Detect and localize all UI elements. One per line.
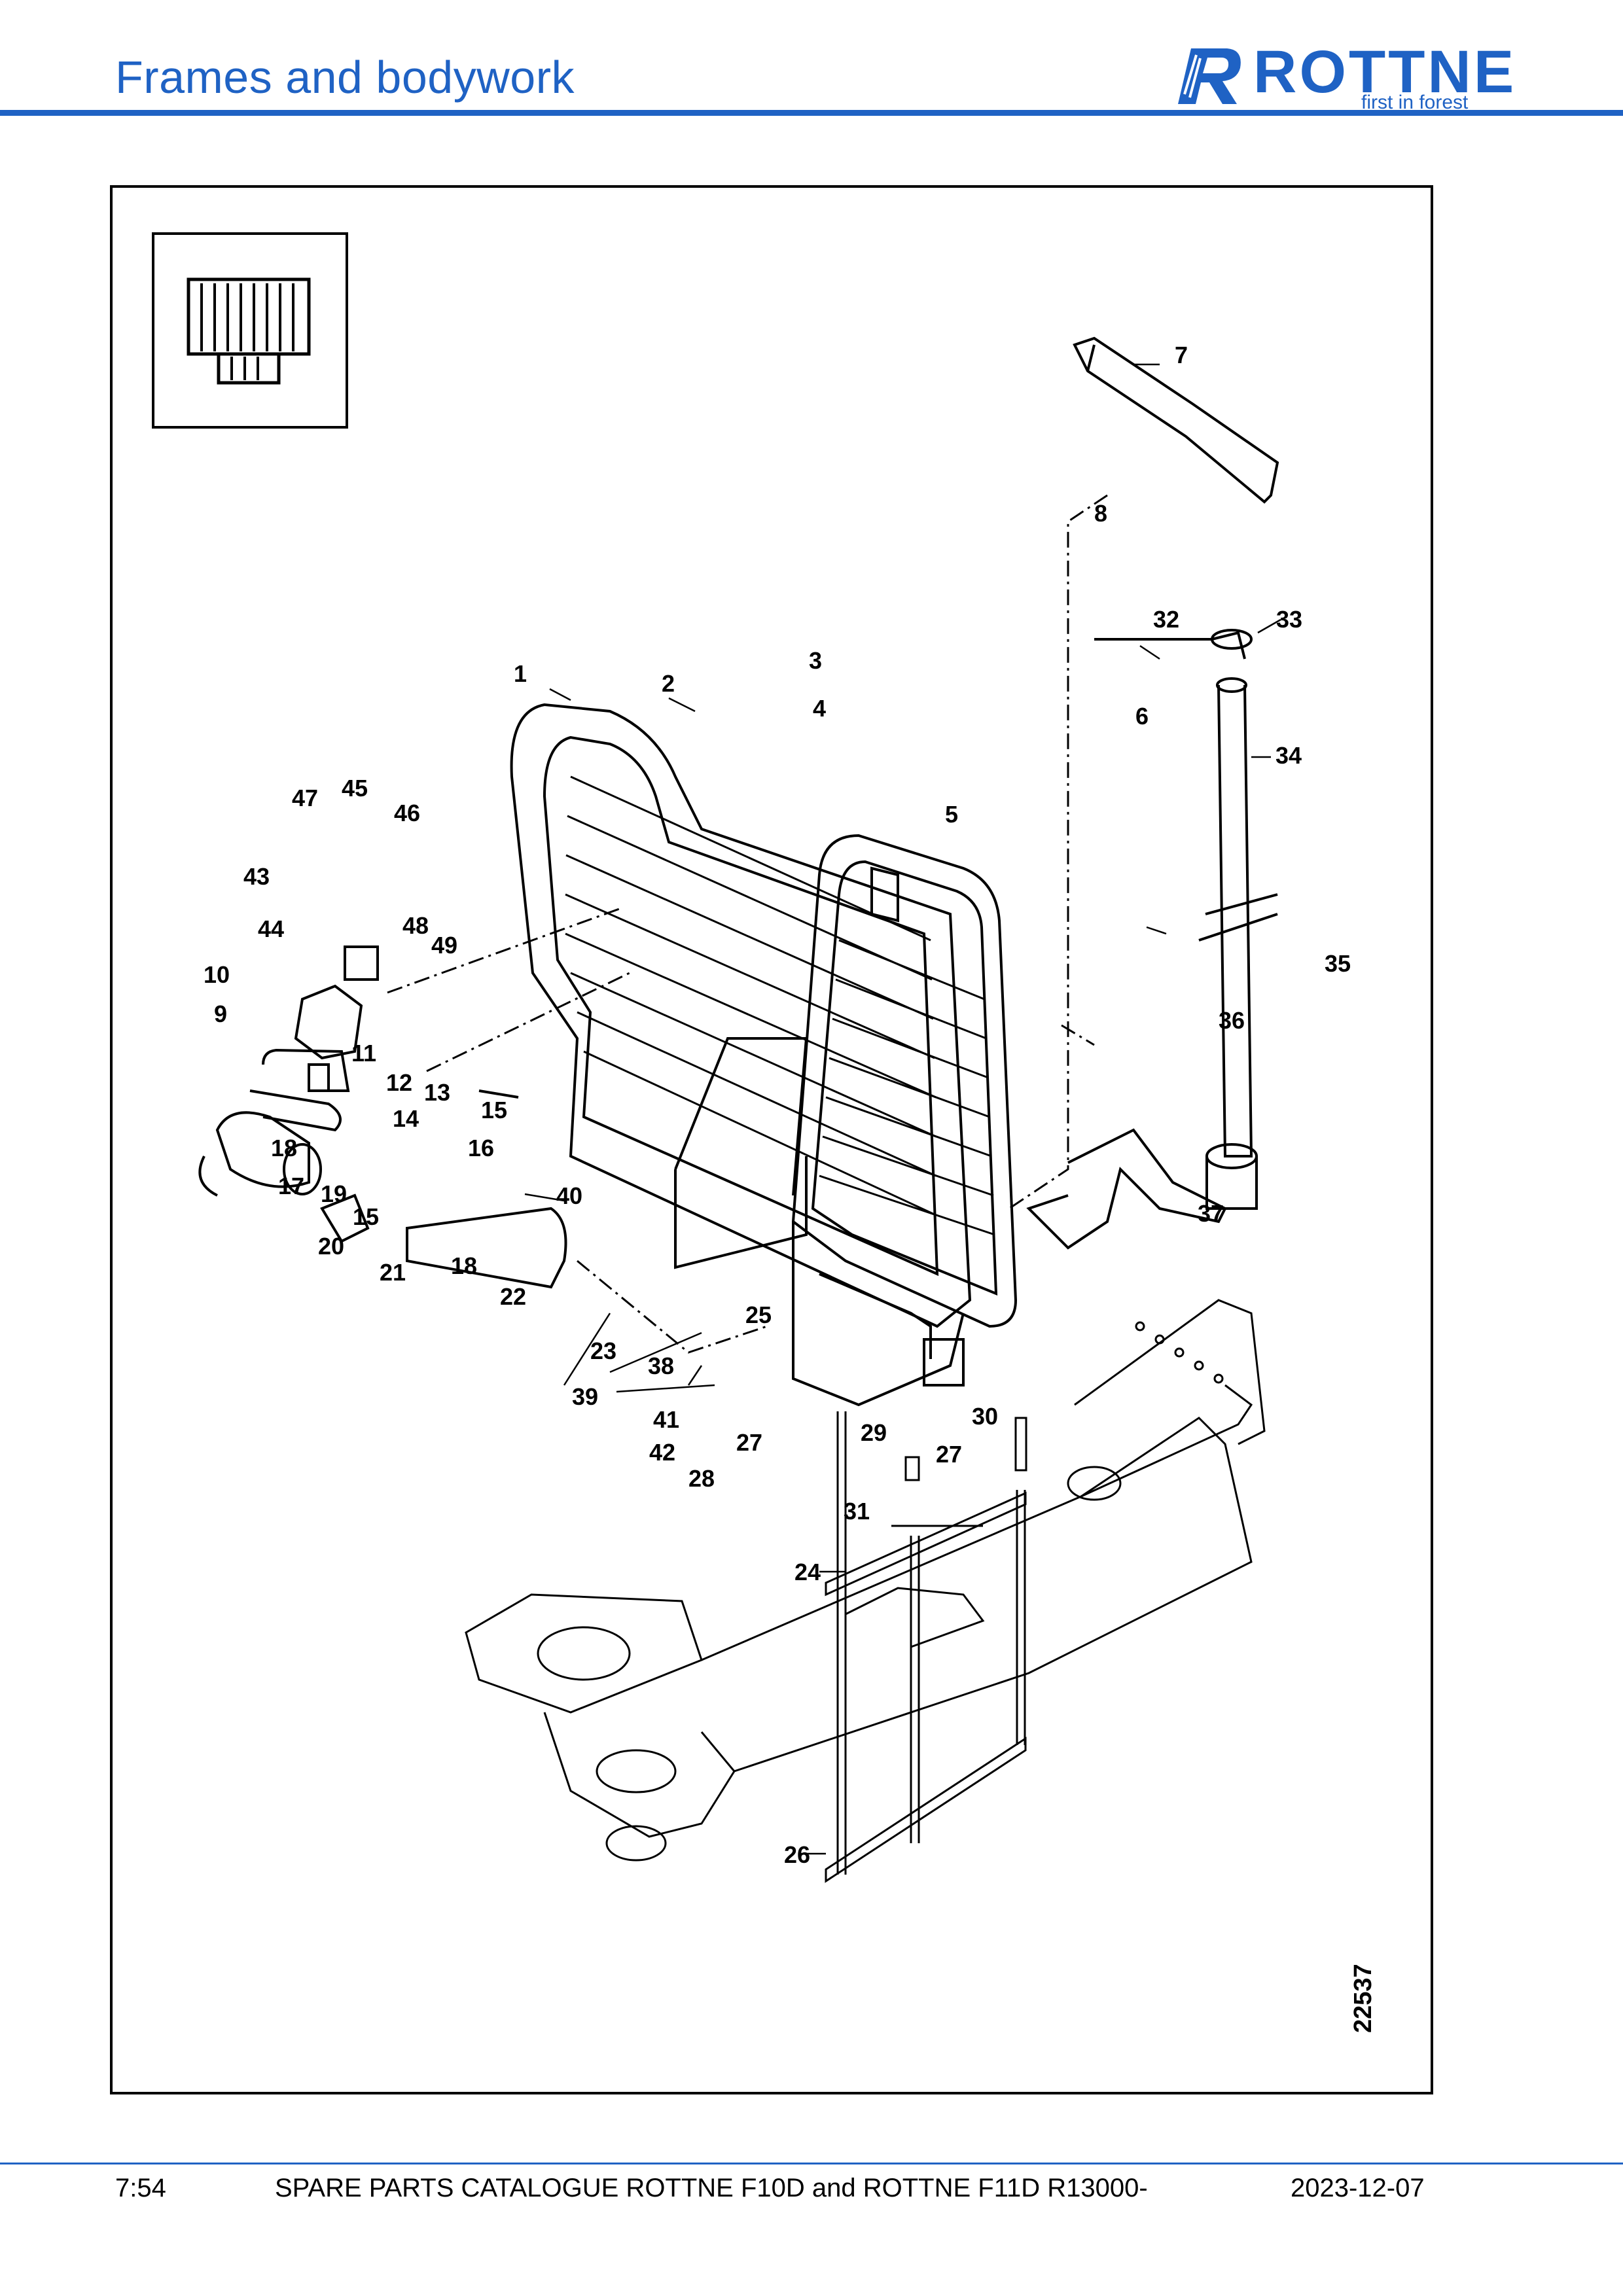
callout-label: 30 [972,1403,998,1430]
callout-label: 24 [794,1559,821,1585]
callout-label: 9 [214,1000,227,1027]
callout-label: 4 [813,695,826,722]
logo-wordmark: ROTTNE [1253,39,1517,105]
callout-label: 42 [649,1439,675,1466]
callout-label: 23 [590,1337,616,1364]
rottne-r-icon [1178,48,1241,104]
page-number: 7:54 [115,2174,166,2202]
callout-label: 7 [1175,342,1188,368]
callout-label: 36 [1219,1007,1245,1034]
callout-label: 18 [271,1135,297,1161]
callout-label: 28 [688,1465,715,1492]
callout-label: 17 [278,1173,304,1199]
rottne-logo: ROTTNE first in forest [1171,39,1514,113]
rear-grille-guard [510,703,972,1328]
callout-numbers: 1 2 3 4 5 6 7 8 9 10 11 12 13 14 15 15 1… [204,342,1351,1868]
callout-label: 35 [1325,950,1351,977]
callout-label: 8 [1094,500,1107,527]
callout-label: 43 [243,863,270,890]
catalogue-title: SPARE PARTS CATALOGUE ROTTNE F10D and RO… [275,2174,1148,2202]
callout-label: 1 [514,660,527,687]
callout-label: 27 [736,1429,762,1456]
callout-label: 31 [844,1498,870,1525]
callout-label: 48 [402,912,429,939]
upright-post-assembly [1026,336,1279,1250]
callout-label: 32 [1153,606,1179,633]
callout-label: 3 [809,647,822,674]
callout-label: 29 [861,1419,887,1446]
footer-divider [0,2163,1623,2164]
callout-label: 38 [648,1352,674,1379]
callout-label: 12 [386,1069,412,1096]
callout-label: 20 [318,1233,344,1260]
callout-label: 13 [424,1079,450,1106]
callout-label: 22 [500,1283,526,1310]
front-grille-guard [791,834,1018,1407]
callout-label: 41 [653,1406,679,1433]
callout-label: 26 [784,1841,810,1868]
diagram-frame: 1 2 3 4 5 6 7 8 9 10 11 12 13 14 15 15 1… [110,185,1433,2094]
callout-label: 25 [745,1301,772,1328]
location-thumbnail [152,232,348,429]
logo-tagline: first in forest [1361,92,1469,113]
callout-label: 21 [380,1259,406,1286]
callout-label: 16 [468,1135,494,1161]
page-title: Frames and bodywork [115,52,575,103]
header-divider [0,110,1623,116]
publication-date: 2023-12-07 [1291,2174,1425,2202]
callout-label: 10 [204,961,230,988]
exploded-view-diagram: 1 2 3 4 5 6 7 8 9 10 11 12 13 14 15 15 1… [152,232,1351,1883]
callout-label: 47 [292,785,318,811]
callout-label: 49 [431,932,457,959]
callout-label: 18 [451,1252,477,1279]
callout-label: 11 [351,1040,376,1067]
callout-label: 40 [556,1182,582,1209]
drawing-number: 22537 [1349,1964,1377,2033]
callout-label: 6 [1135,703,1149,730]
callout-label: 37 [1198,1200,1224,1227]
lamp-and-accessory-parts [198,945,567,1289]
callout-label: 33 [1276,606,1302,633]
callout-label: 39 [572,1383,598,1410]
assembly-leader-lines [387,494,1108,1354]
callout-label: 27 [936,1441,962,1468]
callout-label: 2 [662,670,675,697]
callout-label: 14 [393,1105,419,1132]
callout-label: 45 [342,775,368,802]
callout-label: 5 [945,801,958,828]
callout-label: 15 [353,1203,379,1230]
machine-frame-drawing [465,1299,1266,1862]
mounting-plates [825,1411,1027,1883]
callout-label: 15 [481,1097,507,1123]
callout-label: 19 [321,1180,347,1207]
callout-label: 34 [1275,742,1302,769]
callout-leaders [524,363,1281,1855]
callout-label: 46 [394,800,420,826]
callout-label: 44 [258,915,284,942]
